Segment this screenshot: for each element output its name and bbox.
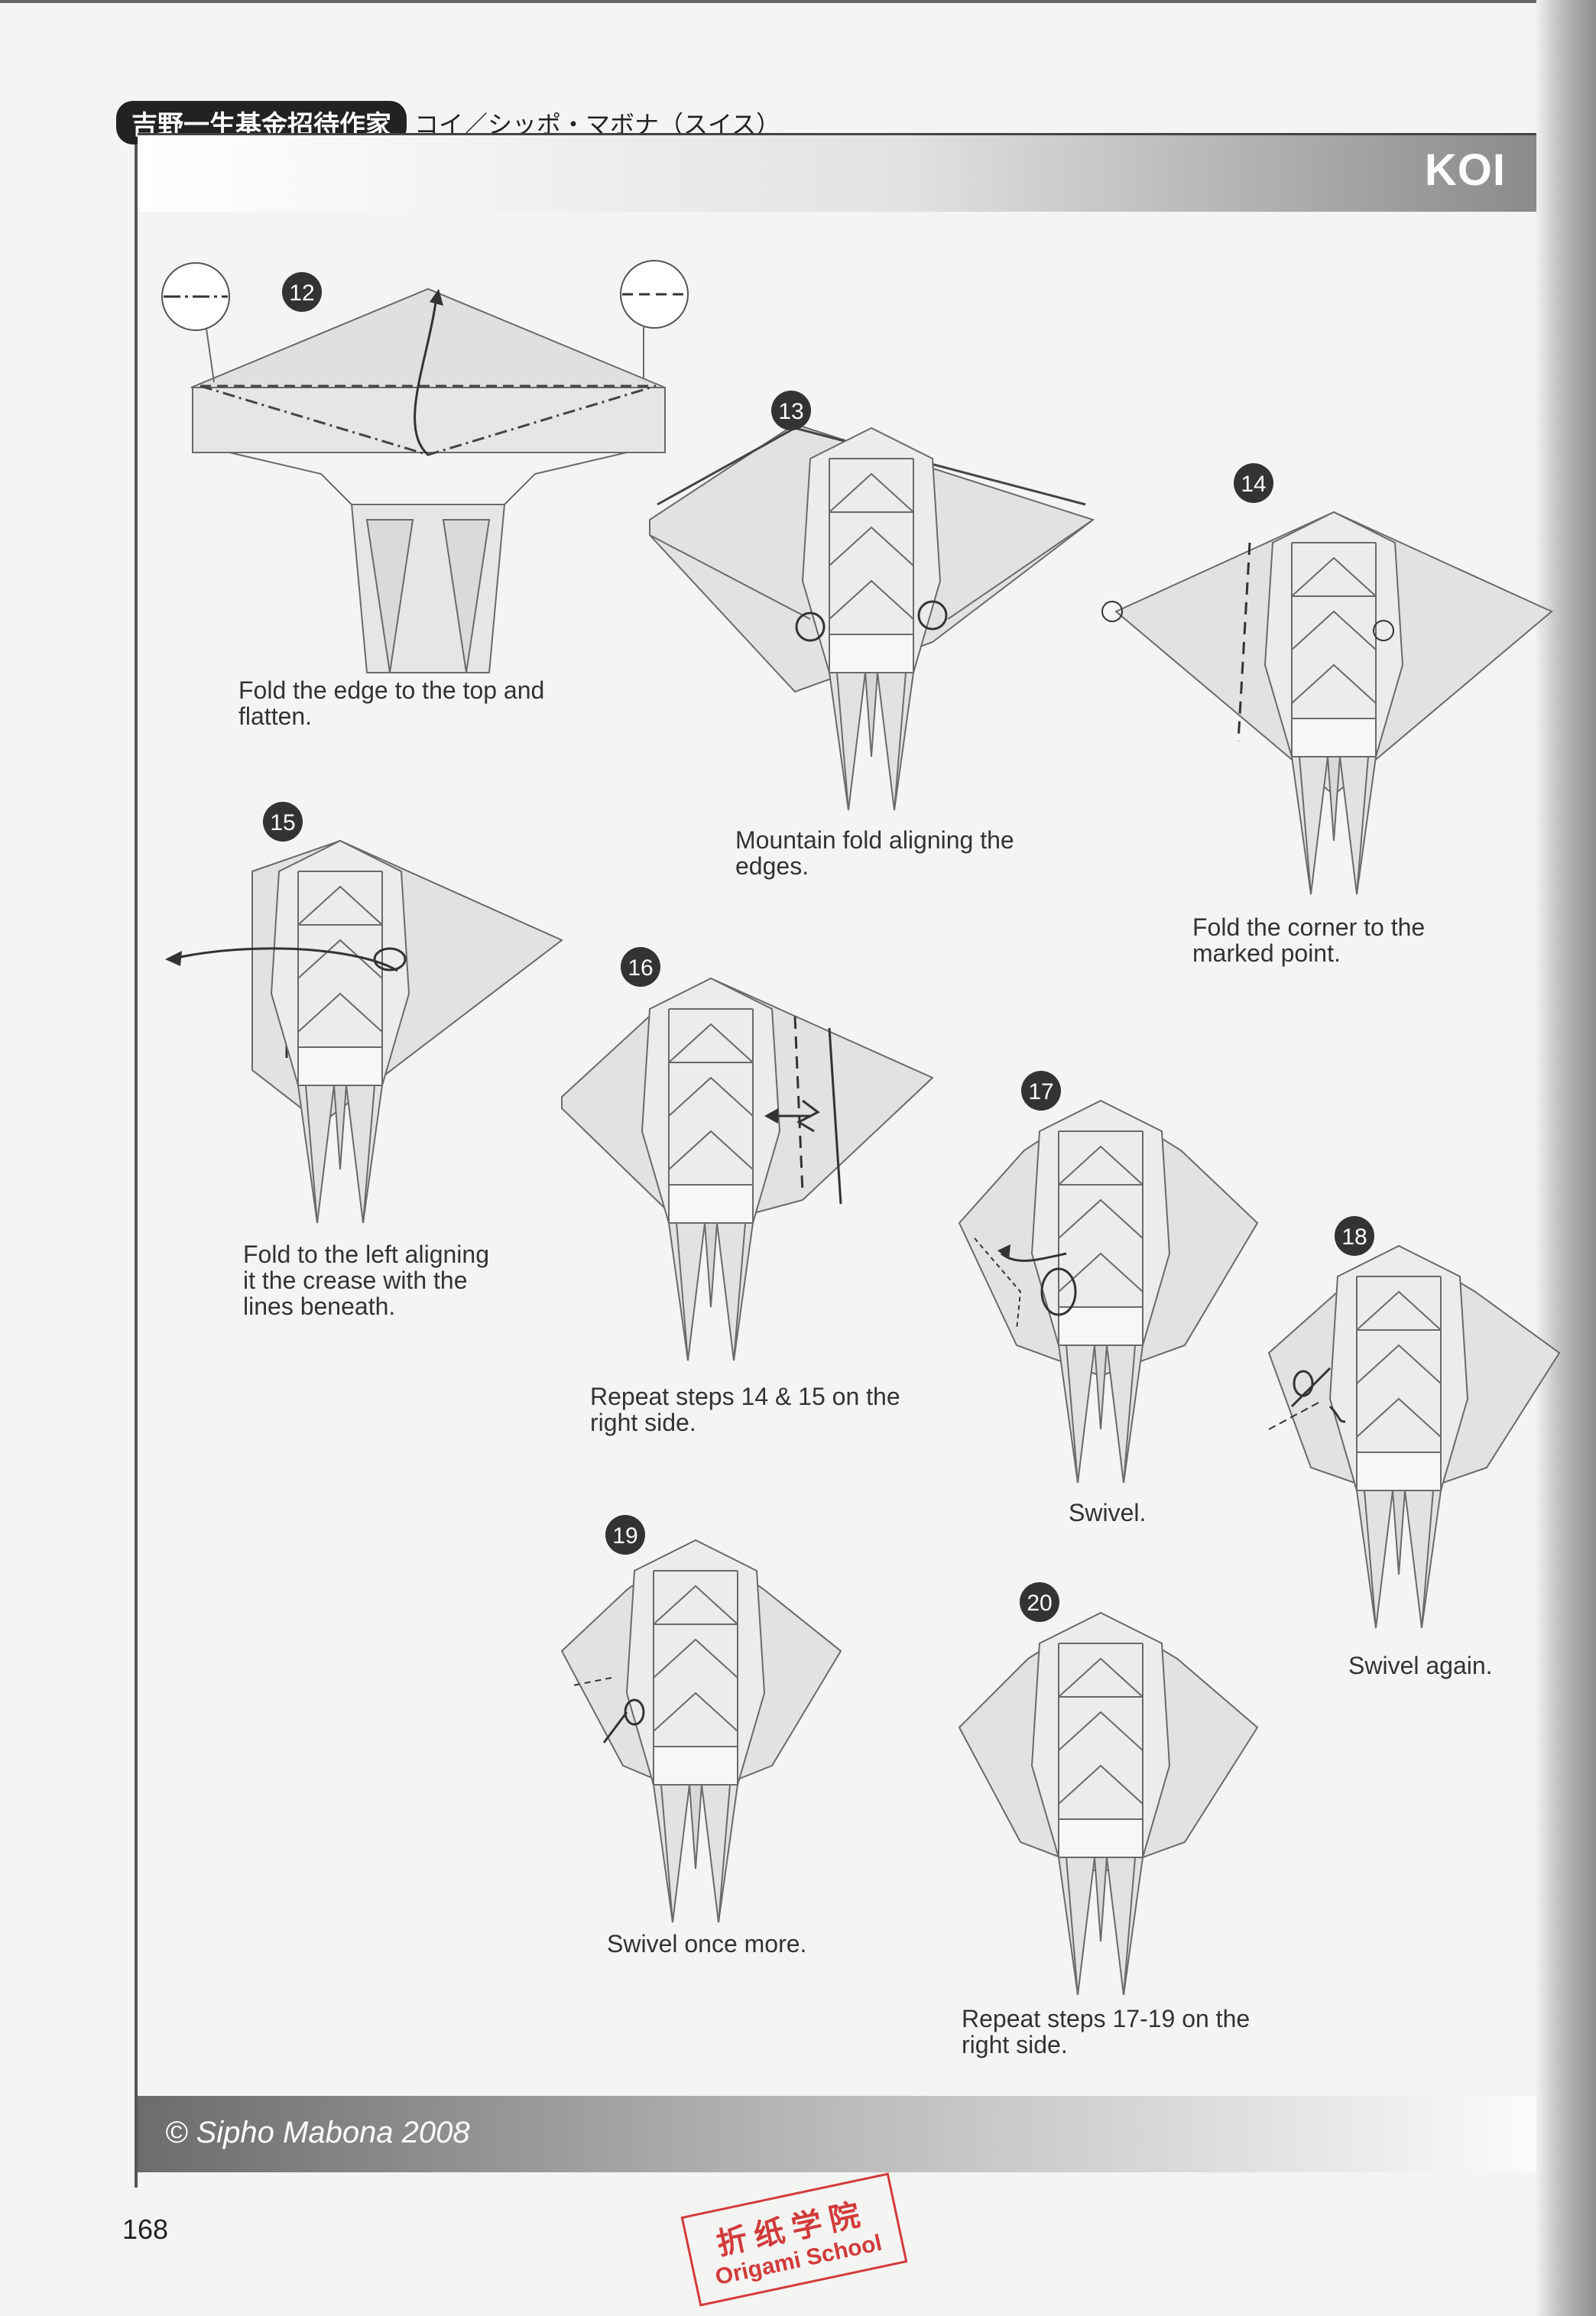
step-15-number-badge: 15 — [263, 802, 303, 842]
step-20-caption: Repeat steps 17-19 on the right side. — [962, 2006, 1250, 2058]
svg-text:14: 14 — [1241, 472, 1266, 497]
step-15-caption: Fold to the left aligning it the crease … — [243, 1241, 489, 1319]
svg-text:13: 13 — [778, 399, 803, 424]
copyright-text: © Sipho Mabona 2008 — [165, 2116, 470, 2150]
svg-text:16: 16 — [628, 955, 653, 981]
svg-text:20: 20 — [1027, 1591, 1052, 1616]
step-16-diagram — [562, 978, 933, 1361]
step-16-number-badge: 16 — [621, 947, 660, 987]
step-14-diagram — [1102, 512, 1552, 894]
step-20-diagram — [959, 1613, 1257, 1995]
step-17-number-badge: 17 — [1021, 1071, 1061, 1111]
step-14-number-badge: 14 — [1234, 463, 1273, 503]
page-number: 168 — [122, 2214, 168, 2246]
step-20-number-badge: 20 — [1020, 1582, 1059, 1622]
step-19-diagram — [562, 1540, 841, 1922]
step-16-caption: Repeat steps 14 & 15 on the right side. — [590, 1383, 900, 1435]
step-12-diagram — [162, 261, 688, 673]
step-18-caption: Swivel again. — [1348, 1653, 1493, 1679]
step-17-caption: Swivel. — [1069, 1500, 1146, 1526]
step-14-caption: Fold the corner to the marked point. — [1192, 914, 1425, 966]
step-18-diagram — [1269, 1246, 1559, 1628]
step-15-diagram — [165, 841, 562, 1223]
step-19-number-badge: 19 — [605, 1515, 645, 1555]
svg-text:15: 15 — [270, 810, 295, 835]
step-17-diagram — [959, 1101, 1257, 1483]
svg-text:12: 12 — [289, 281, 314, 306]
footer-band: © Sipho Mabona 2008 — [138, 2096, 1536, 2172]
svg-text:18: 18 — [1341, 1224, 1367, 1250]
step-18-number-badge: 18 — [1335, 1216, 1374, 1256]
step-12-number-badge: 12 — [282, 272, 322, 312]
step-13-caption: Mountain fold aligning the edges. — [735, 827, 1014, 879]
step-13-number-badge: 13 — [771, 391, 811, 430]
svg-text:17: 17 — [1028, 1079, 1053, 1104]
svg-text:19: 19 — [612, 1523, 637, 1549]
step-12-caption: Fold the edge to the top and flatten. — [238, 677, 544, 729]
step-13-diagram — [650, 424, 1093, 810]
step-19-caption: Swivel once more. — [607, 1931, 806, 1957]
